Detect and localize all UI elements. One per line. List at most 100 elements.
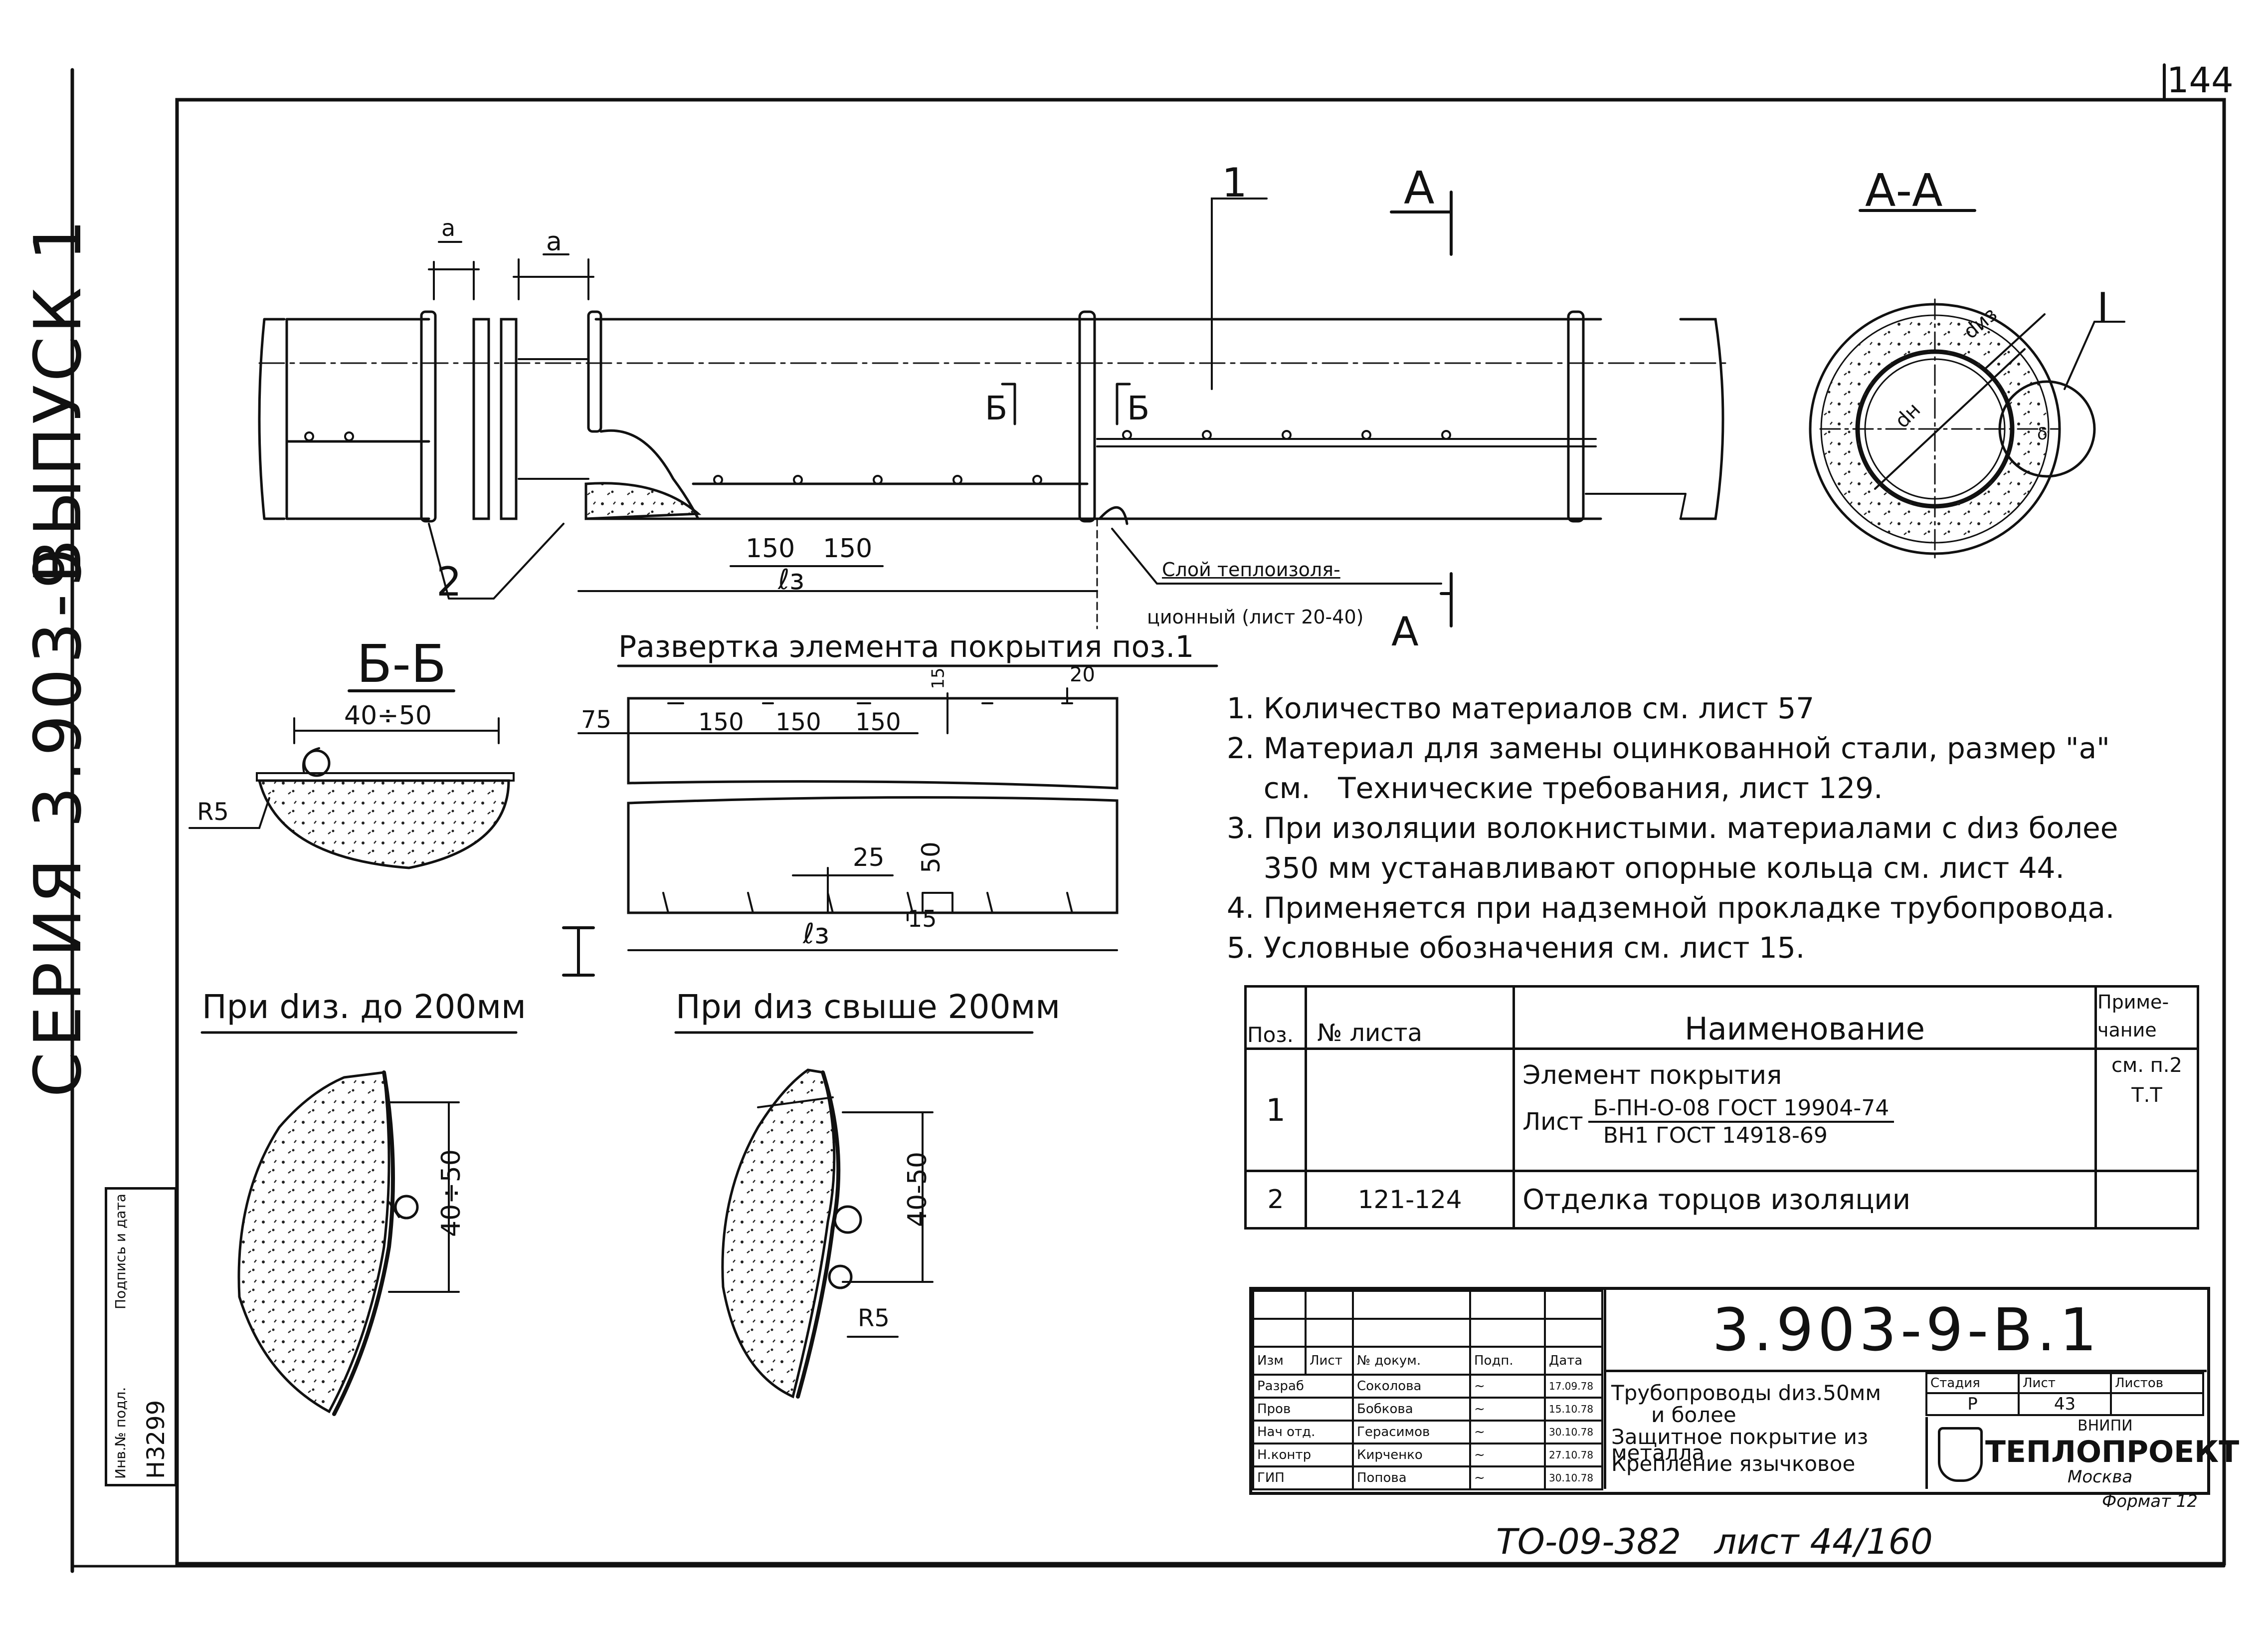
section-aa-s-mark: δ [2037, 424, 2048, 444]
unfold-dim-15-top: 15 [928, 667, 948, 689]
dim-150-second: 150 [823, 534, 873, 564]
insulation-note-line1: Слой теплоизоля- [1162, 559, 1340, 581]
staff-role: Н.контр [1252, 1443, 1354, 1467]
sheet-frame [175, 98, 2226, 1566]
title-line-4: металла [1611, 1441, 1705, 1465]
note-2-cont: см. Технические требования, лист 129. [1227, 771, 1883, 805]
unfold-dim-75: 75 [581, 706, 612, 734]
unfold-dim-150b: 150 [775, 708, 821, 736]
unfold-dim-50: 50 [916, 841, 945, 873]
col-head-sheet: Лист [1305, 1346, 1354, 1376]
staff-role: Пров [1252, 1397, 1354, 1422]
section-aa-drawing [1809, 209, 2125, 560]
detail-small-drawing [200, 1031, 518, 1416]
sheets-value [2110, 1392, 2204, 1416]
section-bb-drawing [189, 689, 515, 869]
sign-label: Подпись и дата [112, 1194, 129, 1309]
main-pipe-view [258, 191, 1726, 629]
cut-b-right: Б [1127, 389, 1150, 427]
unfold-title: Развертка элемента покрытия поз.1 [618, 629, 1194, 664]
staff-signature: ~ [1469, 1420, 1546, 1444]
note-2: 2. Материал для замены оцинкованной стал… [1227, 731, 2110, 765]
spec-row2-name: Отделка торцов изоляции [1512, 1170, 2097, 1230]
note-3: 3. При изоляции волокнистыми. материалам… [1227, 811, 2118, 845]
series-label: СЕРИЯ 3.903-9 [20, 543, 96, 1097]
org-name-main: ТЕПЛОПРОЕКТ [1985, 1435, 2240, 1469]
position-1-label: 1 [1222, 160, 1247, 206]
staff-name: Бобкова [1352, 1397, 1471, 1422]
staff-name: Кирченко [1352, 1443, 1471, 1467]
sheet-number: 144 [2167, 60, 2234, 101]
detail-large-dim: 40-50 [903, 1151, 933, 1227]
spec-head-pos: Поз. [1244, 985, 1308, 1050]
unfold-drawing [562, 664, 1218, 977]
note-5: 5. Условные обозначения см. лист 15. [1227, 931, 1805, 965]
staff-role: Нач отд. [1252, 1420, 1354, 1444]
dim-a-small: a [441, 214, 456, 241]
staff-date: 30.10.78 [1544, 1420, 1603, 1444]
cut-a-top: А [1404, 162, 1435, 214]
detail-large-drawing [674, 1031, 1034, 1399]
note-1: 1. Количество материалов см. лист 57 [1227, 691, 1815, 725]
org-name-top: ВНИПИ [2078, 1417, 2133, 1435]
staff-date: 15.10.78 [1544, 1397, 1603, 1422]
spec-row2-pos: 2 [1244, 1170, 1308, 1230]
unfold-dim-l3: ℓз [803, 918, 829, 950]
inv-label: Инв.№ подл. [112, 1387, 129, 1479]
sheet-value: 43 [2018, 1392, 2112, 1416]
inv-number: Н3299 [142, 1400, 170, 1479]
spec-head-name: Наименование [1512, 985, 2097, 1050]
detail-small-dim: 40÷50 [436, 1149, 466, 1237]
unfold-dim-15-bottom: 15 [908, 905, 937, 932]
detail-small-title: При dиз. до 200мм [202, 988, 526, 1026]
detail-large-radius: R5 [858, 1304, 890, 1332]
section-bb-dim: 40÷50 [344, 701, 432, 731]
format-label: Формат 12 [2102, 1491, 2198, 1511]
col-head-doc: № докум. [1352, 1346, 1471, 1376]
spec-row2-note [2094, 1170, 2199, 1230]
col-head-date: Дата [1544, 1346, 1603, 1376]
specification-table: Поз. № листа Наименование Приме-чание 1 … [1244, 985, 2199, 1230]
section-aa-title: А-А [1865, 165, 1943, 217]
dim-a-large: a [546, 227, 562, 257]
issue-label: ВЫПУСК 1 [20, 216, 96, 584]
spec-row1-sheet [1305, 1047, 1515, 1172]
unfold-dim-150c: 150 [855, 708, 901, 736]
title-line-2: и более [1651, 1403, 1736, 1427]
sheets-label: Листов [2110, 1372, 2204, 1394]
stage-value: Р [1925, 1392, 2020, 1416]
staff-role: Разраб [1252, 1374, 1354, 1399]
staff-name: Герасимов [1352, 1420, 1471, 1444]
section-bb-radius: R5 [197, 798, 229, 826]
staff-name: Попова [1352, 1465, 1471, 1490]
drawing-title: Трубопроводы dиз.50мм и более Защитное п… [1604, 1372, 1930, 1489]
organization-block: ВНИПИ ТЕПЛОПРОЕКТ Москва [1925, 1417, 2239, 1489]
insulation-note-line2: ционный (лист 20-40) [1147, 606, 1364, 628]
staff-date: 17.09.78 [1544, 1374, 1603, 1399]
notes-list: 1. Количество материалов см. лист 57 2. … [1227, 688, 2118, 968]
org-logo-icon [1938, 1427, 1983, 1482]
dim-l3-main: ℓз [778, 564, 804, 596]
drawing-designation: 3.903-9-В.1 [1604, 1290, 2207, 1372]
footer-reference: ТО-09-382 лист 44/160 [1496, 1521, 1933, 1562]
stage-grid: Стадия Лист Листов Р 43 [1925, 1372, 2204, 1416]
staff-role: ГИП [1252, 1465, 1354, 1490]
unfold-dim-150a: 150 [698, 708, 744, 736]
note-3-cont: 350 мм устанавливают опорные кольца см. … [1227, 851, 2065, 885]
title-line-3: Защитное покрытие из [1611, 1425, 1869, 1449]
inventory-stamp: Инв.№ подл. Подпись и дата Н3299 [105, 1187, 177, 1486]
stage-label: Стадия [1925, 1372, 2020, 1394]
detail-large-title: При dиз свыше 200мм [676, 988, 1061, 1026]
dim-150-first: 150 [746, 534, 795, 564]
spec-row1-pos: 1 [1244, 1047, 1308, 1172]
staff-signature: ~ [1469, 1374, 1546, 1399]
section-bb-title: Б-Б [357, 633, 447, 694]
spec-head-sheet: № листа [1305, 985, 1515, 1050]
section-aa-detail-mark: I [2097, 284, 2109, 331]
sheet-label: Лист [2018, 1372, 2112, 1394]
unfold-dim-20: 20 [1070, 663, 1095, 686]
